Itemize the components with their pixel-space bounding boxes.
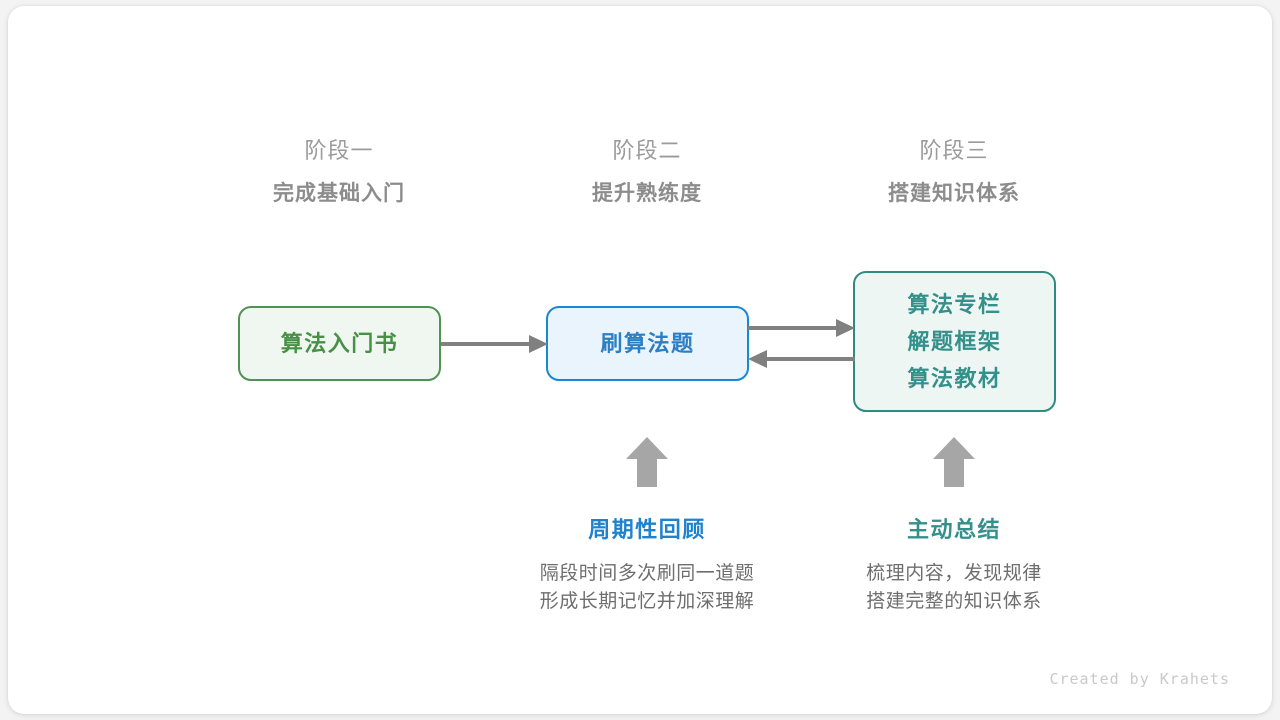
stage-header-one: 阶段一 完成基础入门: [219, 136, 459, 210]
stage-header-two: 阶段二 提升熟练度: [527, 136, 767, 210]
note-review: 周期性回顾 隔段时间多次刷同一道题 形成长期记忆并加深理解: [497, 514, 797, 616]
note-review-desc-line-1: 隔段时间多次刷同一道题: [539, 563, 755, 584]
node-intro-book[interactable]: 算法入门书: [238, 306, 441, 381]
stage-one-label: 阶段一: [304, 138, 374, 163]
stage-one-title: 完成基础入门: [273, 182, 405, 205]
arrow-book-to-practice: [441, 335, 548, 353]
block-arrow-up-review: [626, 437, 668, 487]
node-resources-line-1: 算法专栏: [907, 292, 1002, 317]
node-resources-line-2: 解题框架: [907, 329, 1002, 354]
node-intro-book-label: 算法入门书: [280, 331, 399, 356]
note-review-title: 周期性回顾: [588, 517, 706, 542]
stage-header-three: 阶段三 搭建知识体系: [834, 136, 1074, 210]
watermark-credit: Created by Krahets: [1049, 670, 1230, 688]
arrow-practice-to-resources: [748, 319, 855, 337]
stage-three-title: 搭建知识体系: [888, 182, 1020, 205]
note-summary-desc-line-2: 搭建完整的知识体系: [866, 591, 1042, 612]
diagram-card: 阶段一 完成基础入门 阶段二 提升熟练度 阶段三 搭建知识体系 算法入门书 刷算…: [8, 6, 1272, 714]
stage-two-title: 提升熟练度: [592, 182, 702, 205]
stage-three-label: 阶段三: [919, 138, 989, 163]
note-review-description: 隔段时间多次刷同一道题 形成长期记忆并加深理解: [497, 560, 797, 616]
arrow-resources-to-practice: [748, 350, 855, 368]
note-summary: 主动总结 梳理内容，发现规律 搭建完整的知识体系: [804, 514, 1104, 616]
node-practice-problems[interactable]: 刷算法题: [546, 306, 749, 381]
stage-two-label: 阶段二: [612, 138, 682, 163]
node-resources-line-3: 算法教材: [907, 366, 1002, 391]
note-review-desc-line-2: 形成长期记忆并加深理解: [539, 591, 755, 612]
note-summary-title: 主动总结: [906, 517, 1001, 542]
node-resources[interactable]: 算法专栏 解题框架 算法教材: [853, 271, 1056, 412]
note-summary-description: 梳理内容，发现规律 搭建完整的知识体系: [804, 560, 1104, 616]
block-arrow-up-summary: [933, 437, 975, 487]
note-summary-desc-line-1: 梳理内容，发现规律: [866, 563, 1042, 584]
node-practice-problems-label: 刷算法题: [600, 331, 695, 356]
